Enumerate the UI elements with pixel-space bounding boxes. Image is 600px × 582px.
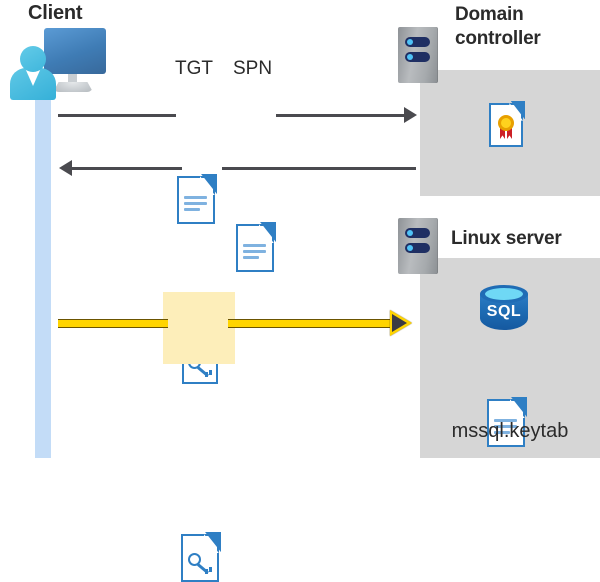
domain-controller-server-icon bbox=[398, 27, 438, 83]
certificate-rosette-icon bbox=[497, 115, 515, 139]
client-workstation-icon bbox=[8, 28, 106, 100]
service-ticket-arrowhead-core bbox=[392, 314, 407, 332]
service-ticket-document-icon bbox=[181, 532, 221, 582]
keytab-document-icon bbox=[487, 397, 527, 447]
diagram-canvas: Client Domain controller Linux server bbox=[8, 2, 600, 582]
server-led-pill-bottom bbox=[405, 52, 430, 62]
domain-controller-title-line1: Domain bbox=[455, 4, 524, 25]
request-arrow-segment-right bbox=[276, 114, 412, 117]
request-arrow-segment-left bbox=[58, 114, 176, 117]
service-ticket-arrow-segment-right bbox=[228, 319, 394, 328]
keytab-filename-label: mssql.keytab bbox=[451, 420, 569, 442]
response-arrow-segment-left bbox=[72, 167, 182, 170]
monitor-neck bbox=[68, 74, 77, 85]
domain-controller-title-line2: controller bbox=[455, 28, 541, 49]
key-glyph-icon bbox=[188, 553, 212, 575]
linux-server-icon bbox=[398, 218, 438, 274]
spn-label: SPN bbox=[233, 58, 273, 79]
client-title: Client bbox=[28, 2, 83, 24]
response-arrow-segment-right bbox=[222, 167, 416, 170]
tgt-label: TGT bbox=[175, 58, 213, 79]
spn-document-icon bbox=[236, 222, 276, 272]
response-arrowhead-left bbox=[59, 160, 72, 176]
certificate-document-icon bbox=[489, 101, 525, 147]
monitor-screen bbox=[44, 28, 106, 74]
server-led-pill-top bbox=[405, 228, 430, 238]
client-lifeline bbox=[35, 80, 51, 458]
server-led-pill-top bbox=[405, 37, 430, 47]
service-ticket-arrow-segment-left bbox=[58, 319, 168, 328]
linux-server-title: Linux server bbox=[451, 228, 562, 249]
monitor-base bbox=[53, 82, 93, 92]
sql-database-label: SQL bbox=[486, 303, 522, 320]
sql-database-icon: SQL bbox=[480, 285, 528, 337]
request-arrowhead-right bbox=[404, 107, 417, 123]
person-head bbox=[20, 46, 46, 72]
tgt-document-icon bbox=[177, 174, 217, 224]
service-ticket-highlight-box bbox=[163, 292, 235, 364]
server-led-pill-bottom bbox=[405, 243, 430, 253]
domain-controller-title: Domain controller bbox=[455, 3, 595, 51]
